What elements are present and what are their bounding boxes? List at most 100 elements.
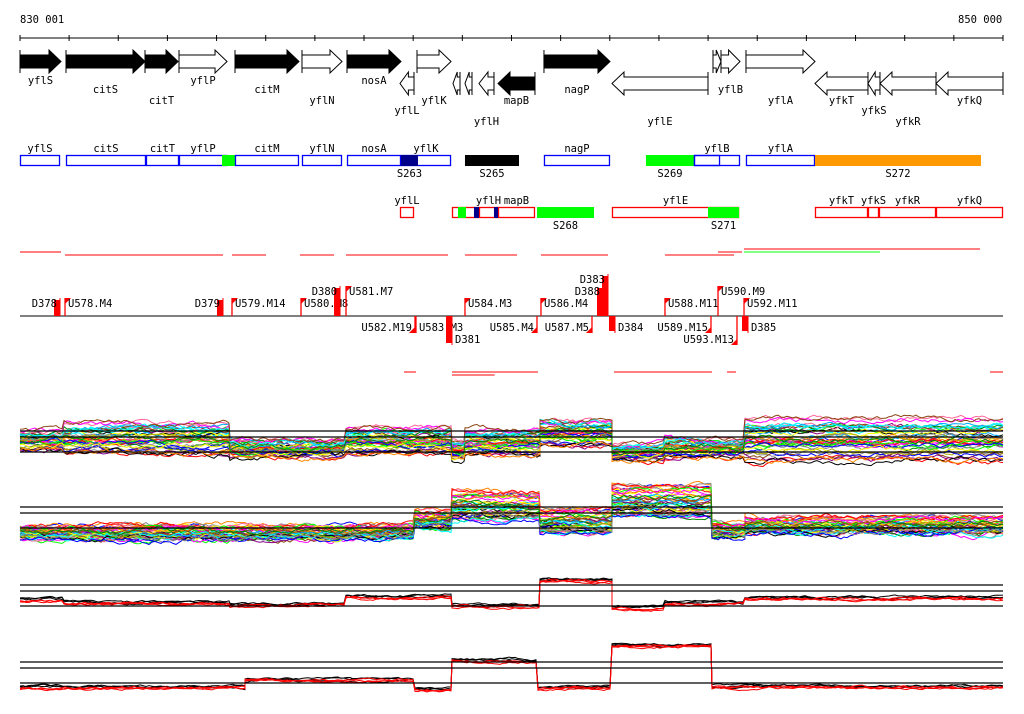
gene-arrow-yfkT — [814, 70, 869, 97]
gene-arrow-unnamed — [464, 71, 473, 96]
segment-label: D378 — [32, 298, 57, 310]
upshift-flag — [540, 298, 547, 304]
gene-label-yfkQ: yfkQ — [957, 95, 982, 107]
upshift-flag — [464, 298, 471, 304]
gene-label-yfkT: yfkT — [829, 95, 855, 107]
panel-4 — [19, 642, 1004, 693]
operon-label-citT: citT — [150, 143, 176, 155]
segment-label: U592.M11 — [747, 298, 798, 310]
segment-label: U580.M8 — [304, 298, 348, 310]
gene-label-yfkS: yfkS — [861, 105, 886, 117]
segment-label: D381 — [455, 334, 480, 346]
operon-segment-orange — [814, 155, 981, 166]
operon-label-citM: citM — [254, 143, 279, 155]
gene-arrow-nagP — [543, 48, 611, 75]
gene-arrow-yflP — [178, 48, 228, 75]
gene-arrow-yflE — [611, 70, 709, 97]
downshift-marker — [216, 300, 223, 316]
segment-label: U579.M14 — [235, 298, 286, 310]
gene-label-citS: citS — [93, 84, 118, 96]
operon-box — [693, 154, 721, 167]
operon-box — [497, 206, 536, 219]
gene-arrow-citT — [144, 48, 179, 75]
profile-series — [19, 488, 1004, 534]
profile-series — [19, 506, 1004, 543]
upshift-flag — [730, 339, 737, 345]
operon-segment-green — [707, 207, 740, 218]
gene-label-yflP: yflP — [190, 75, 215, 87]
segment-label: U586.M4 — [544, 298, 588, 310]
gene-arrow-citS — [65, 48, 146, 75]
upshift-flag — [530, 327, 537, 333]
operon-label-S268: S268 — [553, 220, 578, 232]
gene-arrow-yflN — [301, 48, 343, 75]
gene-arrow-yfkQ — [935, 70, 1004, 97]
upshift-flag — [409, 327, 416, 333]
segment-label: D383 — [580, 274, 605, 286]
gene-label-yflS: yflS — [28, 75, 53, 87]
panel-1 — [19, 414, 1004, 468]
gene-arrow-yflA — [745, 48, 816, 75]
segment-label: U582.M19 — [361, 322, 412, 334]
upshift-flag — [744, 298, 751, 304]
operon-label-yflE: yflE — [663, 195, 688, 207]
panel-2 — [19, 480, 1004, 546]
operon-segment-black — [464, 155, 519, 166]
operon-segment-navy — [400, 155, 418, 166]
upshift-flag — [718, 286, 725, 292]
segment-label: U581.M7 — [349, 286, 393, 298]
profile-series — [19, 508, 1004, 542]
upshift-flag — [65, 298, 72, 304]
operon-label-S265: S265 — [479, 168, 504, 180]
profile-series — [19, 435, 1004, 459]
segment-label: U584.M3 — [468, 298, 512, 310]
upshift-flag — [231, 298, 238, 304]
gene-label-yflB: yflB — [718, 84, 743, 96]
gene-track: yflScitScitTyflPcitMyflNnosAyflLyflKyflH… — [19, 48, 1004, 128]
operon-label-yflH: yflH — [476, 195, 501, 207]
operon-box — [543, 154, 611, 167]
operon-label-yflN: yflN — [309, 143, 334, 155]
operon-box — [178, 154, 228, 167]
operon-box — [867, 206, 880, 219]
profile-series — [19, 423, 1004, 455]
operon-segment-green — [645, 155, 694, 166]
segment-label: U585.M4 — [490, 322, 534, 334]
operon-label-yflB: yflB — [704, 143, 729, 155]
downshift-marker — [54, 300, 61, 316]
operon-label-yfkR: yfkR — [895, 195, 921, 207]
downshift-marker — [602, 276, 609, 316]
operon-label-mapB: mapB — [504, 195, 529, 207]
gene-label-nagP: nagP — [564, 84, 589, 96]
downshift-marker — [334, 288, 341, 316]
panel-3 — [19, 577, 1004, 612]
profile-series — [19, 441, 1004, 464]
operon-label-S269: S269 — [657, 168, 682, 180]
profile-series — [19, 427, 1004, 456]
gene-arrow-yflH — [478, 70, 495, 97]
gene-label-yfkR: yfkR — [895, 116, 921, 128]
operon-label-nagP: nagP — [564, 143, 589, 155]
downshift-marker — [446, 316, 453, 343]
profile-series — [19, 482, 1004, 532]
segment-label: U593.M13 — [683, 334, 734, 346]
coordinate-axis — [19, 35, 1004, 41]
axis-end-label: 850 000 — [958, 14, 1002, 26]
operon-box — [814, 206, 869, 219]
profile-series — [19, 486, 1004, 536]
operon-label-yflA: yflA — [768, 143, 794, 155]
operon-label-yflL: yflL — [394, 195, 419, 207]
operon-label-yflK: yflK — [413, 143, 439, 155]
gene-arrow-unnamed — [452, 71, 461, 96]
upshift-flag — [704, 327, 711, 333]
gene-label-mapB: mapB — [504, 95, 529, 107]
upshift-flag — [301, 298, 308, 304]
gene-label-yflK: yflK — [421, 95, 447, 107]
operon-box — [878, 206, 937, 219]
operon-label-S272: S272 — [885, 168, 910, 180]
gene-label-citM: citM — [254, 84, 279, 96]
profile-series — [19, 493, 1004, 536]
operon-label-yflP: yflP — [190, 143, 215, 155]
